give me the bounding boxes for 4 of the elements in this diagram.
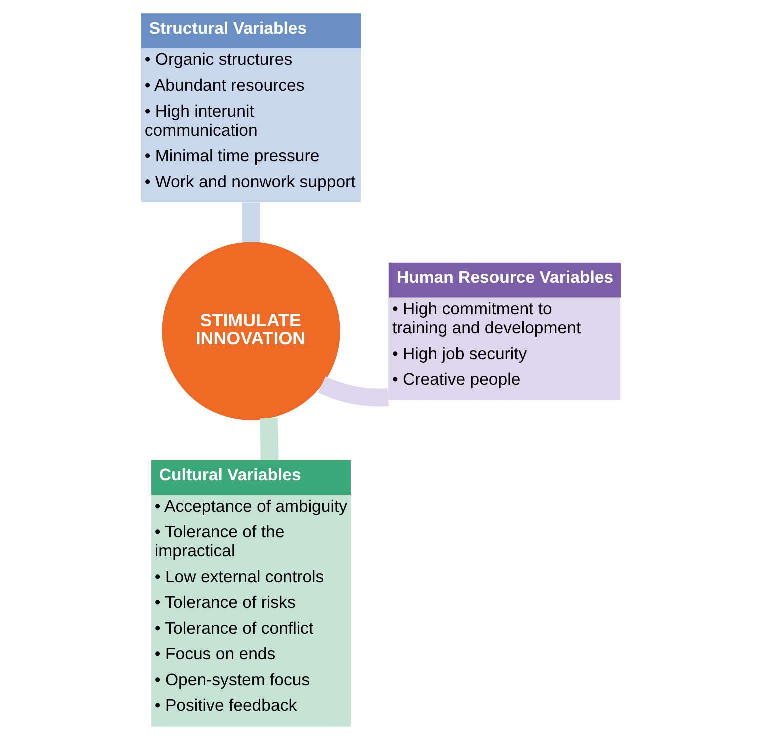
connector bbox=[242, 202, 260, 243]
node-circle: STIMULATE INNOVATION bbox=[162, 242, 340, 420]
connector bbox=[260, 418, 279, 460]
connector bbox=[318, 376, 389, 407]
